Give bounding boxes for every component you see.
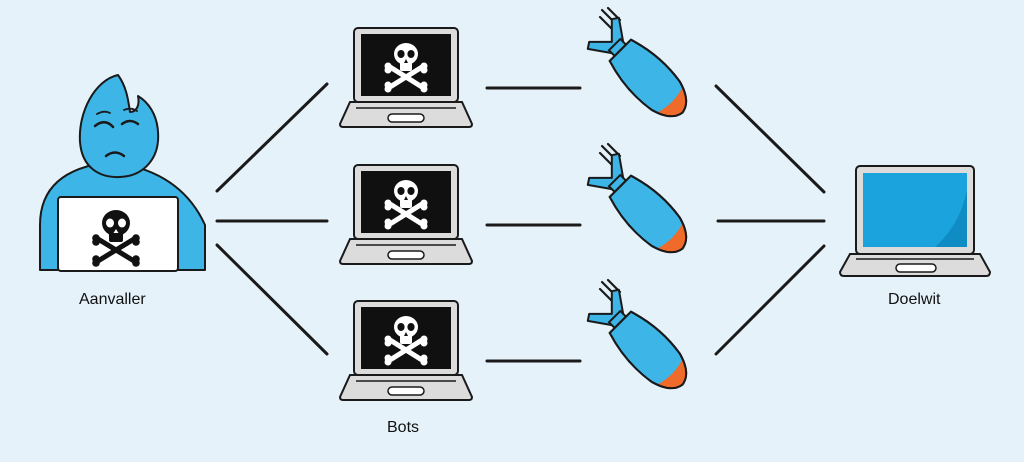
line-bomb-target-3: [714, 244, 826, 356]
line-attacker-bot-3: [215, 243, 329, 356]
skull-icon: [92, 210, 140, 267]
bomb-icon-2: [583, 142, 700, 266]
bots-label: Bots: [387, 419, 420, 436]
connection-lines: [215, 82, 826, 363]
bot-laptop-2: [340, 165, 472, 264]
attacker-label: Aanvaller: [79, 291, 146, 308]
bot-laptop-3: [340, 301, 472, 400]
target-laptop-icon: [838, 165, 992, 277]
target-label: Doelwit: [888, 291, 941, 308]
bomb-icon-3: [583, 278, 700, 402]
bot-laptop-1: [340, 28, 472, 127]
bomb-icon-1: [583, 6, 700, 130]
line-attacker-bot-1: [215, 82, 329, 193]
line-bomb-target-1: [714, 84, 826, 194]
hooded-hacker-icon: [39, 74, 206, 272]
